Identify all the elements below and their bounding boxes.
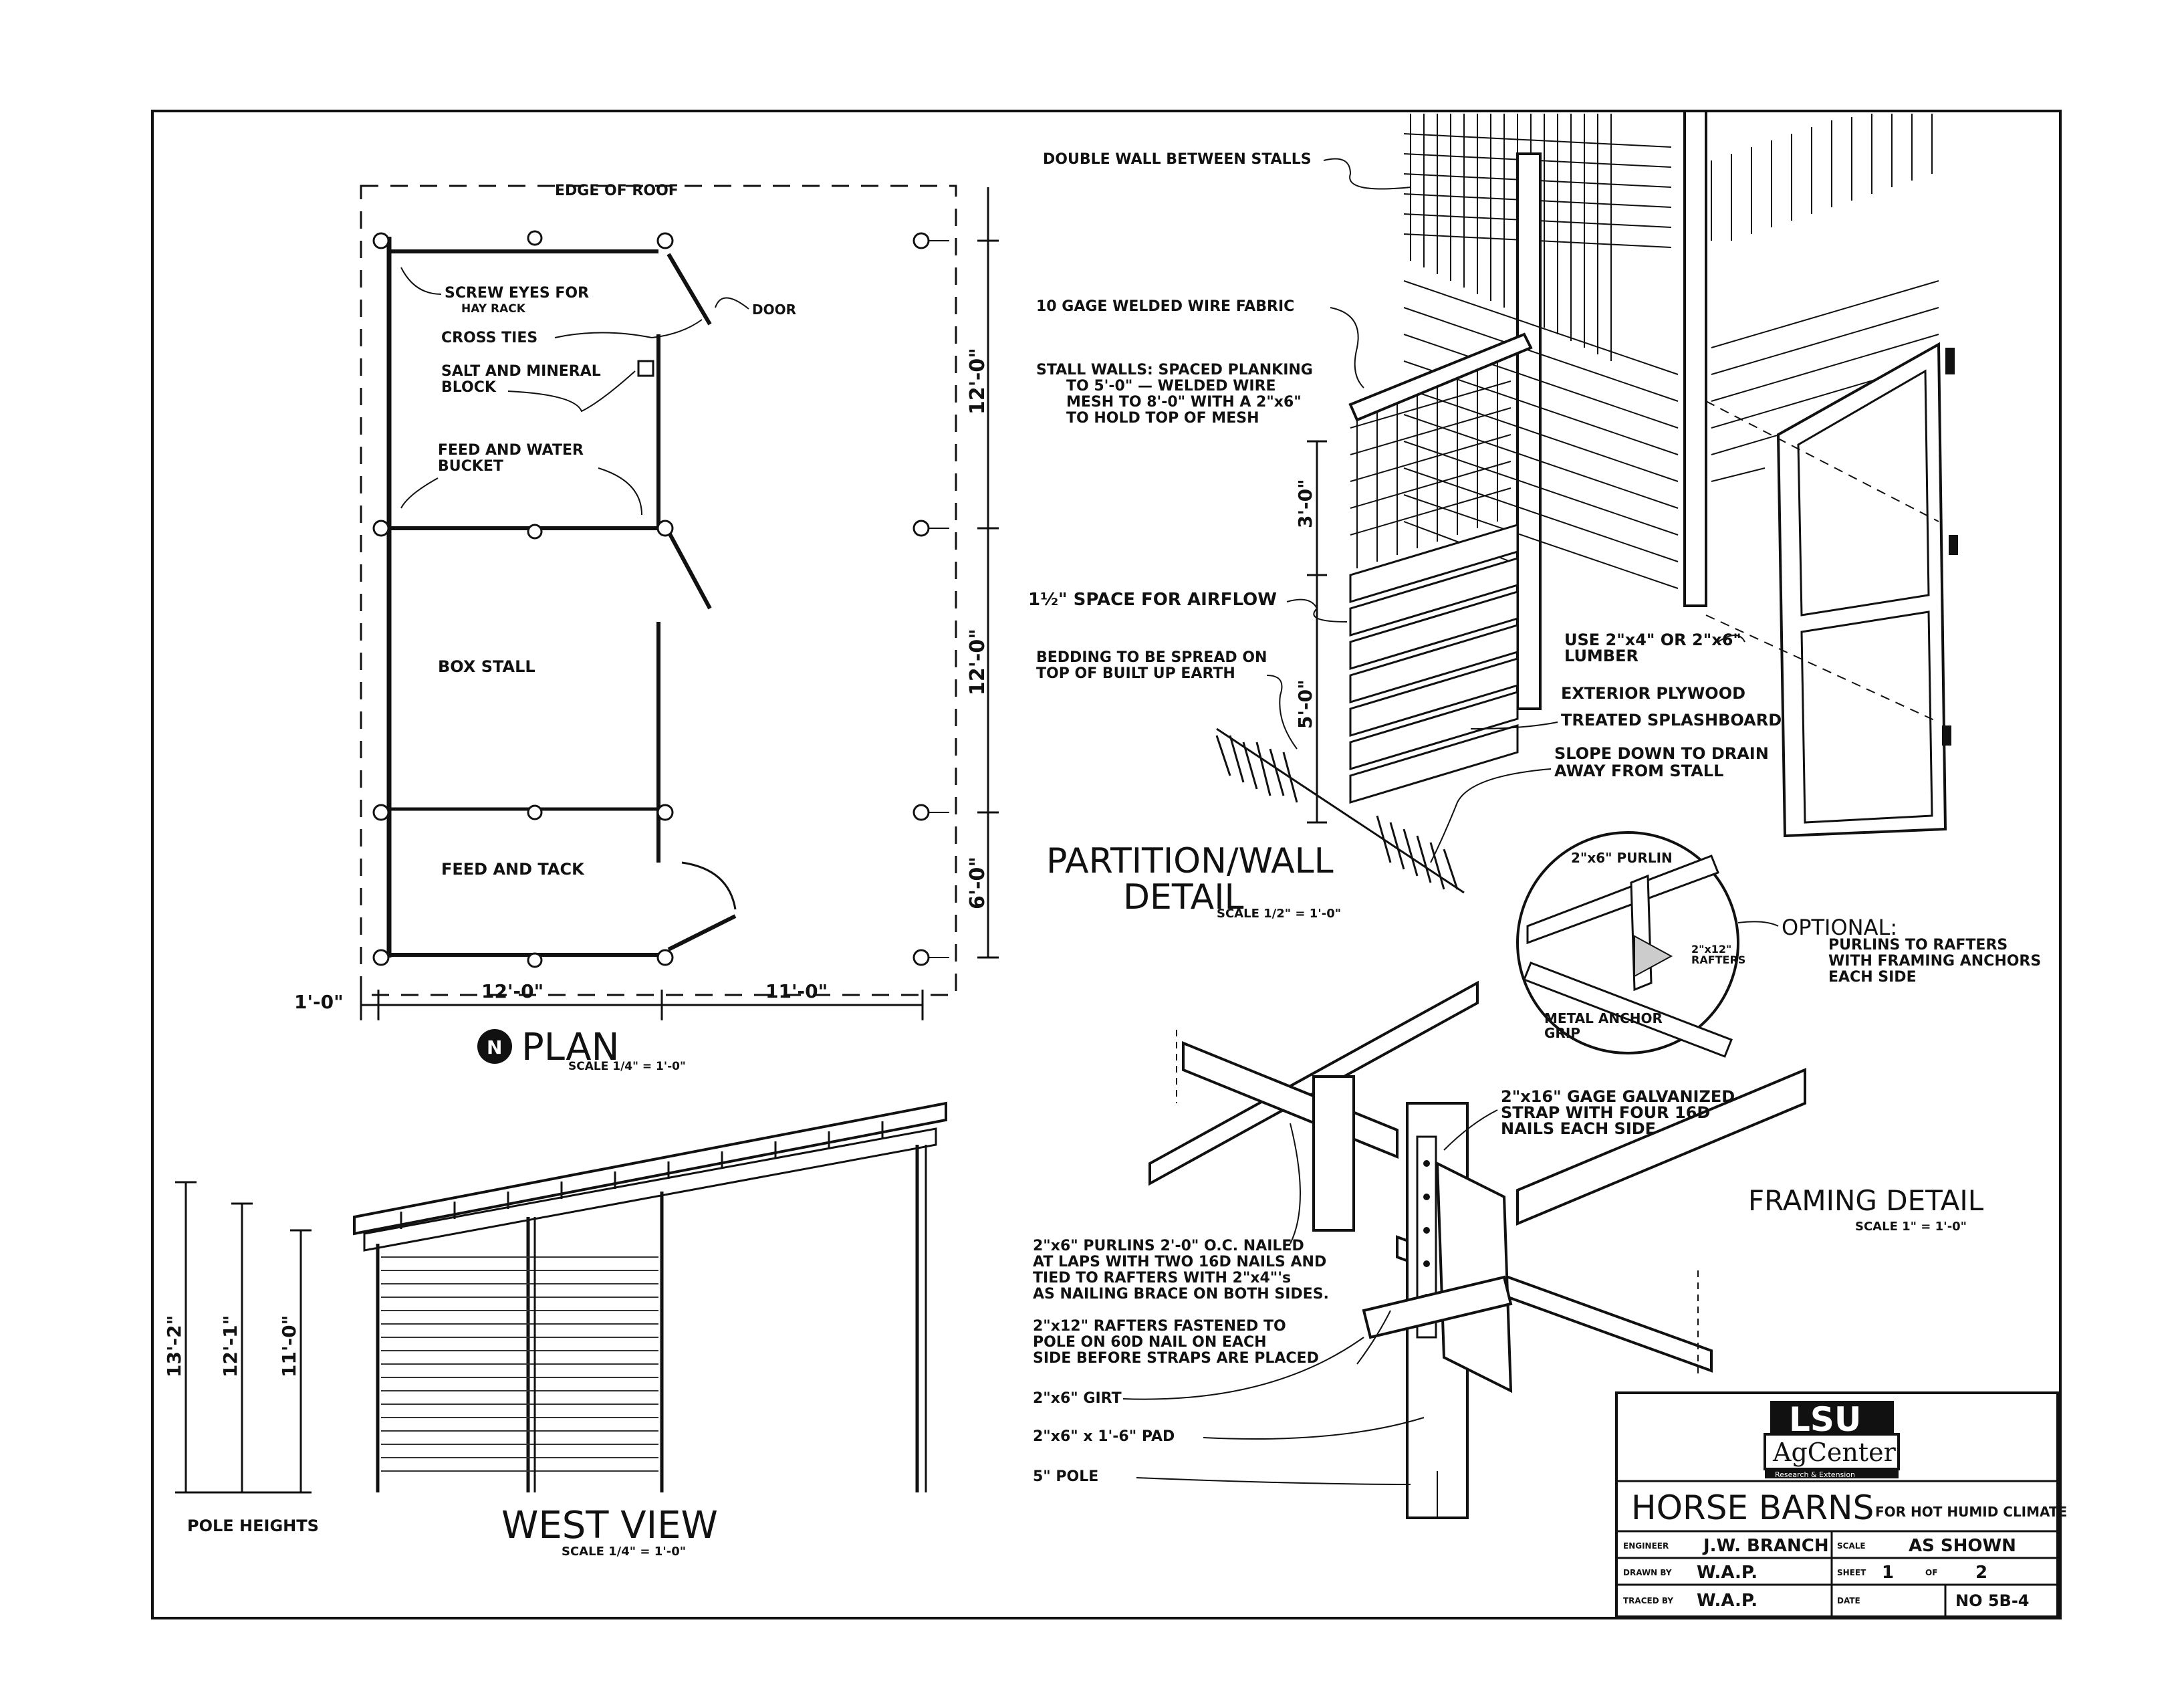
plan-dim-right-1: 12'-0": [966, 348, 989, 415]
plan-door-label: DOOR: [752, 302, 796, 318]
partition-dim-lower: 5'-0": [1294, 679, 1316, 729]
title-block-subtitle: FOR HOT HUMID CLIMATE: [1875, 1504, 2067, 1520]
partition-splashboard-label: TREATED SPLASHBOARD: [1561, 711, 1782, 730]
west-height-2: 12'-1": [219, 1315, 241, 1377]
plan-title: PLAN: [521, 1026, 619, 1069]
plan-dim-bottom-2: 12'-0": [481, 980, 543, 1002]
framing-girt-label: 2"x6" GIRT: [1033, 1390, 1122, 1407]
scale-label: SCALE: [1837, 1541, 1866, 1551]
scale-value: AS SHOWN: [1909, 1536, 2016, 1556]
partition-double-wall-label: DOUBLE WALL BETWEEN STALLS: [1043, 151, 1312, 168]
optional-rafters-label: 2"x12"RAFTERS: [1691, 943, 1745, 966]
partition-wire-fabric-label: 10 GAGE WELDED WIRE FABRIC: [1036, 298, 1294, 315]
optional-purlin-label: 2"x6" PURLIN: [1571, 850, 1673, 866]
title-block: LSU AgCenter Research & Extension HORSE …: [1615, 1391, 2067, 1618]
engineer-label: ENGINEER: [1623, 1541, 1669, 1551]
north-arrow-icon: N: [477, 1029, 512, 1064]
west-height-3: 11'-0": [278, 1315, 300, 1377]
engineer-value: J.W. BRANCH: [1702, 1536, 1829, 1556]
traced-by-value: W.A.P.: [1697, 1591, 1757, 1611]
drawing-number: NO 5B-4: [1955, 1591, 2030, 1610]
west-view-scale: SCALE 1/4" = 1'-0": [562, 1545, 686, 1559]
partition-dim-upper: 3'-0": [1294, 479, 1316, 528]
svg-text:AgCenter: AgCenter: [1772, 1438, 1897, 1467]
title-block-title: HORSE BARNS: [1631, 1488, 1874, 1527]
of-value: 2: [1975, 1563, 1987, 1583]
framing-pole-label: 5" POLE: [1033, 1468, 1098, 1485]
partition-plywood-label: EXTERIOR PLYWOOD: [1561, 684, 1745, 703]
plan-dim-bottom-3: 11'-0": [765, 980, 828, 1002]
west-height-1: 13'-2": [163, 1315, 185, 1377]
of-label: OF: [1925, 1568, 1937, 1577]
svg-text:N: N: [487, 1036, 502, 1058]
plan-dim-right-3: 6'-0": [966, 857, 989, 909]
plan-cross-ties-label: CROSS TIES: [441, 330, 537, 346]
plan-feed-tack-label: FEED AND TACK: [441, 860, 585, 879]
plan-scale: SCALE 1/4" = 1'-0": [568, 1060, 686, 1073]
sheet-value: 1: [1882, 1563, 1894, 1583]
plan-edge-of-roof-label: EDGE OF ROOF: [555, 183, 679, 199]
svg-text:LSU: LSU: [1789, 1400, 1861, 1439]
sheet-border: [151, 110, 2062, 1619]
plan-dim-right-2: 12'-0": [966, 629, 989, 695]
roof-edge-outline: [360, 185, 957, 996]
framing-title: FRAMING DETAIL: [1748, 1184, 1984, 1217]
partition-lumber-label: USE 2"x4" OR 2"x6"LUMBER: [1564, 631, 1741, 665]
optional-title: OPTIONAL:: [1782, 915, 1897, 940]
framing-scale: SCALE 1" = 1'-0": [1855, 1220, 1967, 1234]
partition-wall-detail: 3'-0" 5'-0" DOUBLE WALL BETWEEN STALLS 1…: [1028, 110, 1958, 921]
sheet-label: SHEET: [1837, 1568, 1866, 1577]
svg-text:Research & Extension: Research & Extension: [1775, 1470, 1855, 1479]
plan-dim-bottom-1: 1'-0": [294, 991, 344, 1013]
west-view-title: WEST VIEW: [501, 1504, 718, 1547]
framing-pad-label: 2"x6" x 1'-6" PAD: [1033, 1428, 1175, 1445]
partition-airflow-label: 1½" SPACE FOR AIRFLOW: [1028, 590, 1277, 610]
west-pole-heights-label: POLE HEIGHTS: [187, 1517, 319, 1535]
drawn-by-label: DRAWN BY: [1623, 1568, 1672, 1577]
plan-box-stall-label: BOX STALL: [438, 657, 535, 676]
lsu-agcenter-logo: LSU AgCenter Research & Extension: [1764, 1400, 1900, 1479]
traced-by-label: TRACED BY: [1623, 1596, 1673, 1605]
partition-scale: SCALE 1/2" = 1'-0": [1217, 907, 1341, 921]
west-view: 13'-2" 12'-1" 11'-0" POLE HEIGHTS WEST V…: [163, 1101, 947, 1559]
drawn-by-value: W.A.P.: [1697, 1563, 1757, 1583]
date-label: DATE: [1837, 1596, 1860, 1605]
